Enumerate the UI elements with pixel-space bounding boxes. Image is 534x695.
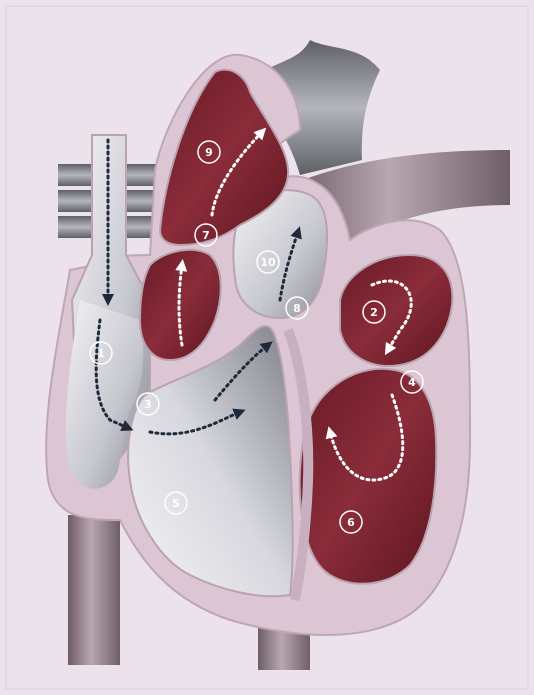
left-ventricle xyxy=(300,369,437,584)
svg-text:8: 8 xyxy=(293,302,301,315)
svg-text:9: 9 xyxy=(205,146,213,159)
svg-text:5: 5 xyxy=(172,497,180,510)
svg-text:2: 2 xyxy=(370,306,378,319)
svg-text:7: 7 xyxy=(202,229,210,242)
svg-text:1: 1 xyxy=(97,347,105,360)
svg-text:3: 3 xyxy=(144,398,152,411)
svg-text:4: 4 xyxy=(408,376,416,389)
inferior-vena-cava xyxy=(68,515,120,665)
svg-text:10: 10 xyxy=(260,256,276,269)
svg-text:6: 6 xyxy=(347,516,355,529)
